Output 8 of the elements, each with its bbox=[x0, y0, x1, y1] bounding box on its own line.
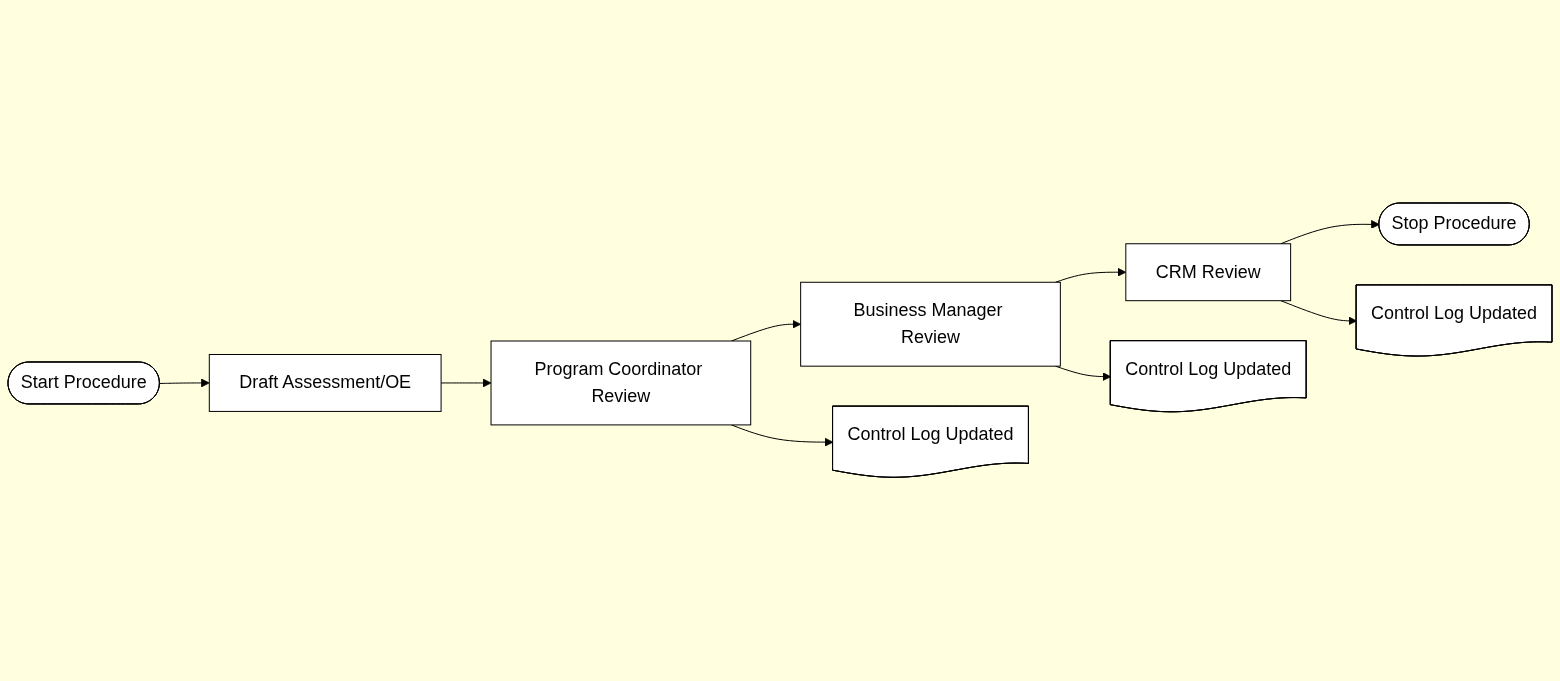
arrow bbox=[1280, 220, 1380, 245]
node-box: Draft Assessment/OE bbox=[208, 354, 442, 413]
node-box: Business Manager Review bbox=[800, 282, 1061, 368]
node-box: Program Coordinator Review bbox=[490, 340, 752, 426]
arrow bbox=[159, 378, 210, 388]
arrow bbox=[440, 378, 492, 388]
arrow bbox=[1054, 268, 1127, 284]
node-box: CRM Review bbox=[1125, 243, 1292, 302]
